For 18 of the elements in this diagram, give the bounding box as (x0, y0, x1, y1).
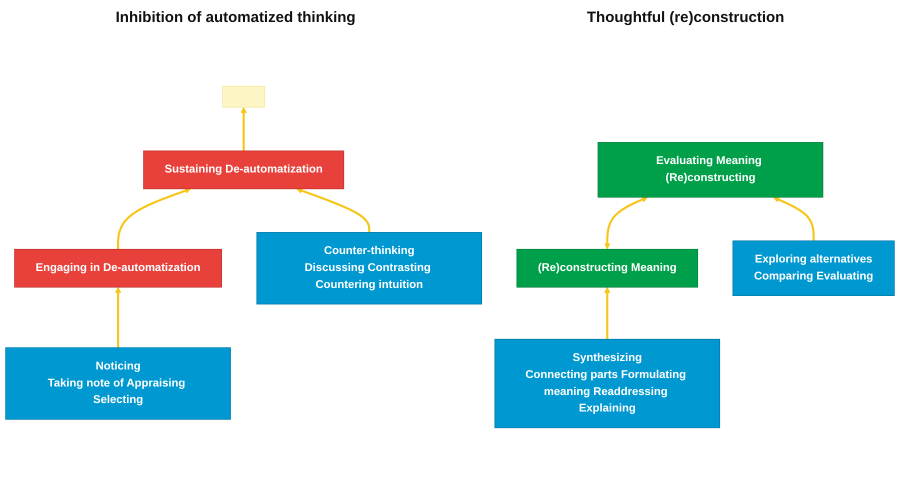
heading: Thoughtful (re)construction (586, 8, 784, 26)
node-box: Synthesizing Connecting parts Formulating meaning Readdressing Explaining (494, 338, 720, 428)
node-box: Noticing Taking note of Appraising Selecting (5, 347, 231, 420)
node-box: Engaging in De-automatization (14, 248, 222, 288)
arrow (115, 286, 122, 348)
arrow (604, 286, 610, 340)
arrow (117, 188, 191, 250)
node-box: Counter-thinking Discussing Contrasting Countering intuition (256, 232, 482, 304)
arrow (296, 188, 370, 232)
arrow (604, 196, 648, 250)
node-box: Evaluating Meaning (Re)constructing (598, 142, 824, 198)
arrow (773, 196, 815, 241)
node-box (222, 86, 266, 108)
node-box: (Re)constructing Meaning (516, 248, 698, 288)
heading: Inhibition of automatized thinking (116, 8, 356, 26)
node-box: Sustaining De-automatization (143, 150, 344, 190)
arrow (240, 107, 247, 151)
node-box: Exploring alternatives Comparing Evaluating (732, 240, 895, 296)
